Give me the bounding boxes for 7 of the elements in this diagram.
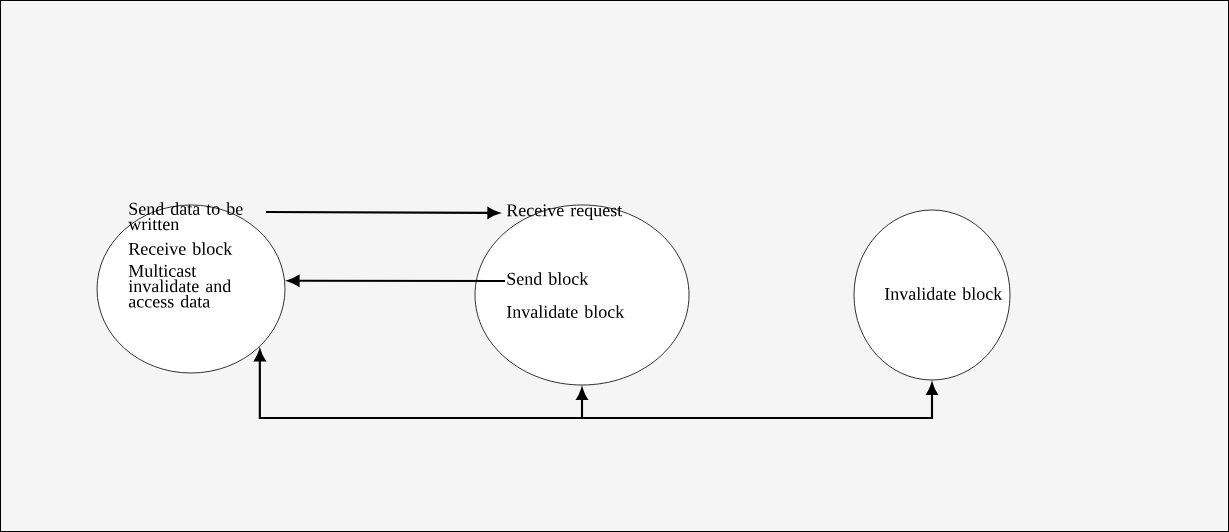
arrow [576, 388, 588, 418]
ellipse-node: Send data to be written Receive block Multicast invalidate and access data [96, 202, 286, 374]
ellipse-node: Invalidate block [853, 209, 1011, 381]
arrow [582, 383, 938, 420]
arrow [287, 275, 505, 287]
arrow [254, 349, 582, 420]
arrow [266, 207, 500, 219]
